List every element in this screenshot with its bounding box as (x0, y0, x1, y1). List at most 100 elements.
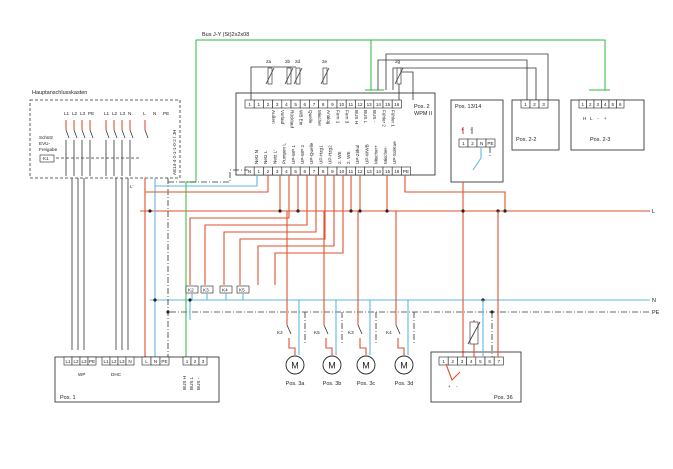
pos2-top-terminal-num: 11 (348, 102, 353, 107)
hak-l-contact (144, 129, 149, 139)
pos13-terminal-num: PE (487, 141, 493, 146)
junction-dot (296, 209, 300, 213)
motor-label: Pos. 3c (357, 381, 376, 387)
pos2-top-terminal-num: 1 (258, 102, 261, 107)
pos36-minus: - (456, 384, 458, 389)
hak-g1-contact (65, 129, 70, 139)
junction-dot (503, 209, 507, 213)
hak-g2-contact (129, 129, 134, 139)
pos22-terminal-num: 3 (542, 102, 545, 107)
signal-links (250, 53, 549, 100)
motor-symbol (322, 355, 342, 375)
pos1-ln-terminal-num: N (154, 359, 157, 364)
pos1-ln-terminal-cell (159, 356, 170, 366)
hak-g1-label: PE (88, 111, 94, 116)
pos2-bottom-label: UP-SolKue (392, 141, 397, 164)
pos2-bottom-label: UP-Hzg1 (318, 145, 323, 164)
pos2-top-terminal-num: 12 (357, 102, 363, 107)
rail-l-label: L (652, 209, 655, 215)
pos1-dhc-terminal-num: L1 (103, 359, 109, 364)
hak-evu-3: Freigabe (39, 147, 58, 152)
pos2-bottom-label: Mischer- (383, 146, 388, 164)
hak-evu-1: Schütz (39, 135, 54, 140)
supply-wires (71, 169, 269, 360)
hak-g1-contact (81, 129, 86, 139)
motor-l-wire (288, 338, 296, 355)
pos2-top-terminal-num: 5 (294, 102, 297, 107)
pos2-bottom-terminal-num: 2 (267, 169, 270, 174)
pos22-terminal-num: 1 (524, 102, 527, 107)
pos2-top-terminal-num: 1 (248, 102, 251, 107)
pos36-wiring (445, 211, 499, 381)
motor-letter: M (328, 361, 336, 371)
sensor-tag-2a: 2a (266, 59, 272, 64)
pos2-bottom-label: UP-Hzg2 (328, 145, 333, 164)
hak-g2-label: L2 (112, 111, 118, 116)
pos2-bottom-label: UP-Quelle (309, 142, 314, 164)
pos2-bottom-label: Pumpen L (282, 143, 287, 164)
junction-dot (278, 209, 282, 213)
pos13-plus: + (461, 127, 464, 132)
hak-g3-label: L (143, 111, 146, 116)
pos23-title: Pos. 2-3 (590, 137, 610, 143)
junction-dot (461, 209, 465, 213)
hak-g3-label: N (153, 111, 156, 116)
pos2-top-terminal-num: 14 (376, 102, 382, 107)
pos2-title: Pos. 2 (414, 104, 430, 110)
pos22-terminal-num: 2 (533, 102, 536, 107)
pos1-wp-terminal-num: L1 (65, 359, 71, 364)
pos1-dhc-terminal-cell (125, 356, 135, 366)
pos2-bottom-terminal-num: 10 (339, 169, 345, 174)
pos1-dhc-terminal-num: L2 (111, 359, 117, 364)
pos23-mark-l: L (590, 116, 593, 121)
pos2-bottom-terminal-num: 14 (376, 169, 382, 174)
pos1-dhc-terminal-num: L3 (119, 359, 125, 364)
motor-letter: M (291, 361, 299, 371)
motor-letter: M (400, 361, 408, 371)
pos2-bottom-label: Netz L (263, 150, 268, 164)
pos36-terminal-num: 6 (488, 359, 491, 364)
sensor-symbols (265, 67, 404, 85)
pos13-title: Pos. 13/14 (455, 104, 481, 110)
pos2-top-terminal-num: 13 (367, 102, 373, 107)
pos2-top-terminal-num: 8 (322, 102, 325, 107)
pos36-plus: + (448, 384, 451, 389)
pos2-top-terminal-num: 7 (313, 102, 316, 107)
pos2-bottom-terminal-num: 4 (285, 169, 288, 174)
pos2-bottom-label: UP-Zirkul (355, 145, 360, 164)
motor-contact-label: K5 (314, 330, 320, 335)
pos36-box (430, 351, 522, 403)
pos23-terminal-num: 3 (596, 102, 599, 107)
pos2-subtitle: WPM II (414, 111, 432, 117)
pos23-terminal-cell (616, 99, 625, 109)
pos2-bottom-terminal-cell (401, 166, 411, 176)
hak-g1-contact (73, 129, 78, 139)
motor-contact (395, 324, 401, 335)
hak-g2-label: N (128, 111, 131, 116)
pos36-title: Pos. 36 (494, 395, 513, 401)
hak-g1-label: L1 (64, 111, 70, 116)
relay-label: K3 (203, 288, 209, 293)
pos36-terminal-num: 4 (470, 359, 473, 364)
motor-label: Pos. 3a (286, 381, 306, 387)
hak-g3-label: PE (163, 111, 169, 116)
motor-symbol (356, 355, 376, 375)
hak-l-out-label: L' (130, 184, 134, 189)
junction-dot (153, 298, 157, 302)
pos2-top-label: BUS H (354, 110, 359, 124)
pos1-dhc-terminal-num: N (128, 359, 131, 364)
pos23-terminal-num: 6 (619, 102, 622, 107)
pos2-top-label: BUS L (363, 110, 368, 124)
pos1-ln-terminal-num: PE (161, 359, 167, 364)
pos23-terminal-num: 2 (589, 102, 592, 107)
pos23-terminal-num: 4 (604, 102, 607, 107)
pos2-bottom-label: UP-WP 2 (300, 144, 305, 164)
pos2-bottom-terminal-num: 12 (357, 169, 363, 174)
hak-k1-box (39, 154, 55, 163)
junction-dot (166, 310, 170, 314)
pos2-top-terminal-num: 16 (394, 102, 400, 107)
pos2-bottom-label: 2. WE (346, 151, 351, 164)
junction-dot (148, 209, 152, 213)
